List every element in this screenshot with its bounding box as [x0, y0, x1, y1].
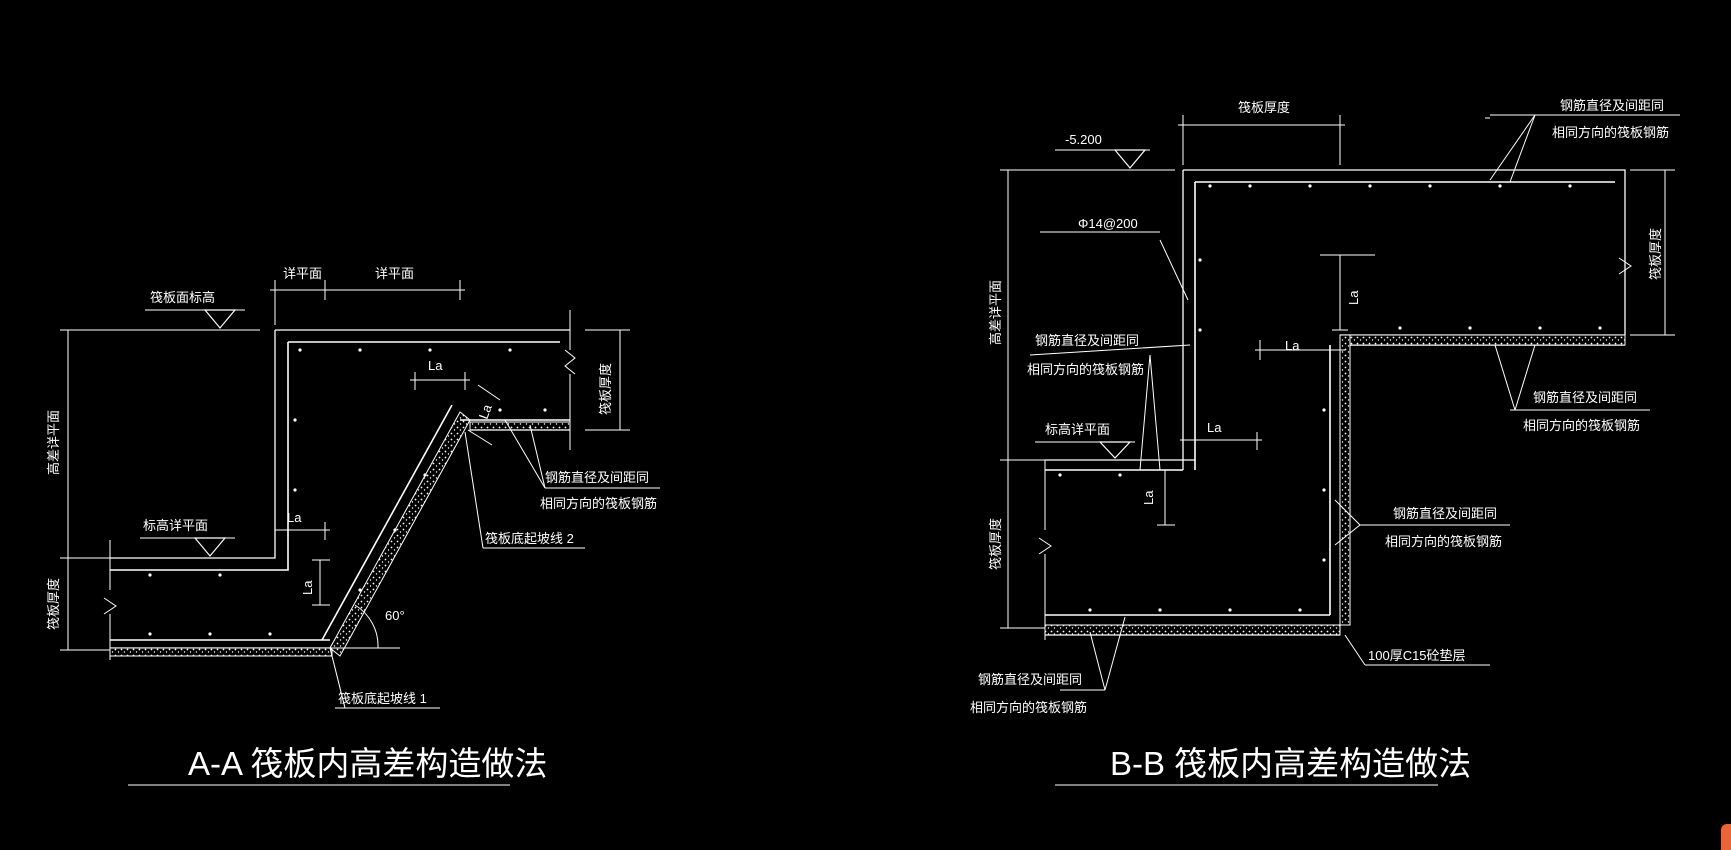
b-raft-thickness-right: 筏板厚度	[1648, 228, 1663, 280]
a-la-4: La	[300, 580, 315, 595]
b-raft-thickness-left: 筏板厚度	[988, 518, 1003, 570]
a-angle: 60°	[385, 608, 405, 623]
a-section-title: A-A 筏板内高差构造做法	[188, 745, 547, 782]
a-rebar-note-2: 相同方向的筏板钢筋	[540, 496, 657, 511]
a-plan-detail-2: 详平面	[375, 266, 414, 281]
b-elevation-plan: 标高详平面	[1045, 422, 1110, 437]
b-la-4: La	[1141, 490, 1156, 505]
b-elevation: -5.200	[1065, 132, 1102, 147]
a-slope-line-2: 筏板底起坡线 2	[485, 531, 574, 546]
b-rebar-note-bottom-1: 钢筋直径及间距同	[978, 672, 1082, 687]
b-height-diff: 高差详平面	[988, 280, 1003, 345]
b-la-1: La	[1346, 290, 1361, 305]
b-rebar-note-left-2: 相同方向的筏板钢筋	[1027, 362, 1144, 377]
b-la-2: La	[1285, 338, 1300, 353]
b-rebar-note-mid-1: 钢筋直径及间距同	[1393, 506, 1497, 521]
b-rebar-note-right-1: 钢筋直径及间距同	[1533, 390, 1637, 405]
b-rebar-note-mid-2: 相同方向的筏板钢筋	[1385, 534, 1502, 549]
a-plan-detail-1: 详平面	[283, 266, 322, 281]
a-raft-top-elevation: 筏板面标高	[150, 290, 215, 305]
b-rebar-note-left-1: 钢筋直径及间距同	[1035, 333, 1139, 348]
a-la-2: La	[476, 402, 495, 421]
b-phi-rebar: Φ14@200	[1078, 216, 1138, 231]
b-raft-thickness-top: 筏板厚度	[1238, 100, 1290, 115]
b-cushion: 100厚C15砼垫层	[1368, 648, 1466, 663]
a-slope-line-1: 筏板底起坡线 1	[338, 691, 427, 706]
a-rebar-note-1: 钢筋直径及间距同	[545, 470, 649, 485]
section-b-drawing	[1000, 114, 1680, 786]
a-raft-thickness-left: 筏板厚度	[46, 578, 61, 630]
b-rebar-note-right-2: 相同方向的筏板钢筋	[1523, 418, 1640, 433]
b-rebar-note-top-2: 相同方向的筏板钢筋	[1552, 125, 1669, 140]
a-la-3: La	[287, 510, 302, 525]
b-rebar-note-top-1: 钢筋直径及间距同	[1560, 98, 1664, 113]
a-la-1: La	[428, 358, 443, 373]
a-raft-thickness-right: 筏板厚度	[598, 363, 613, 415]
a-height-diff: 高差详平面	[46, 410, 61, 475]
b-rebar-note-bottom-2: 相同方向的筏板钢筋	[970, 700, 1087, 715]
b-la-3: La	[1207, 420, 1222, 435]
corner-badge-icon[interactable]	[1721, 824, 1731, 850]
a-elevation-plan: 标高详平面	[143, 518, 208, 533]
section-a-drawing	[60, 280, 660, 786]
b-section-title: B-B 筏板内高差构造做法	[1110, 745, 1471, 782]
